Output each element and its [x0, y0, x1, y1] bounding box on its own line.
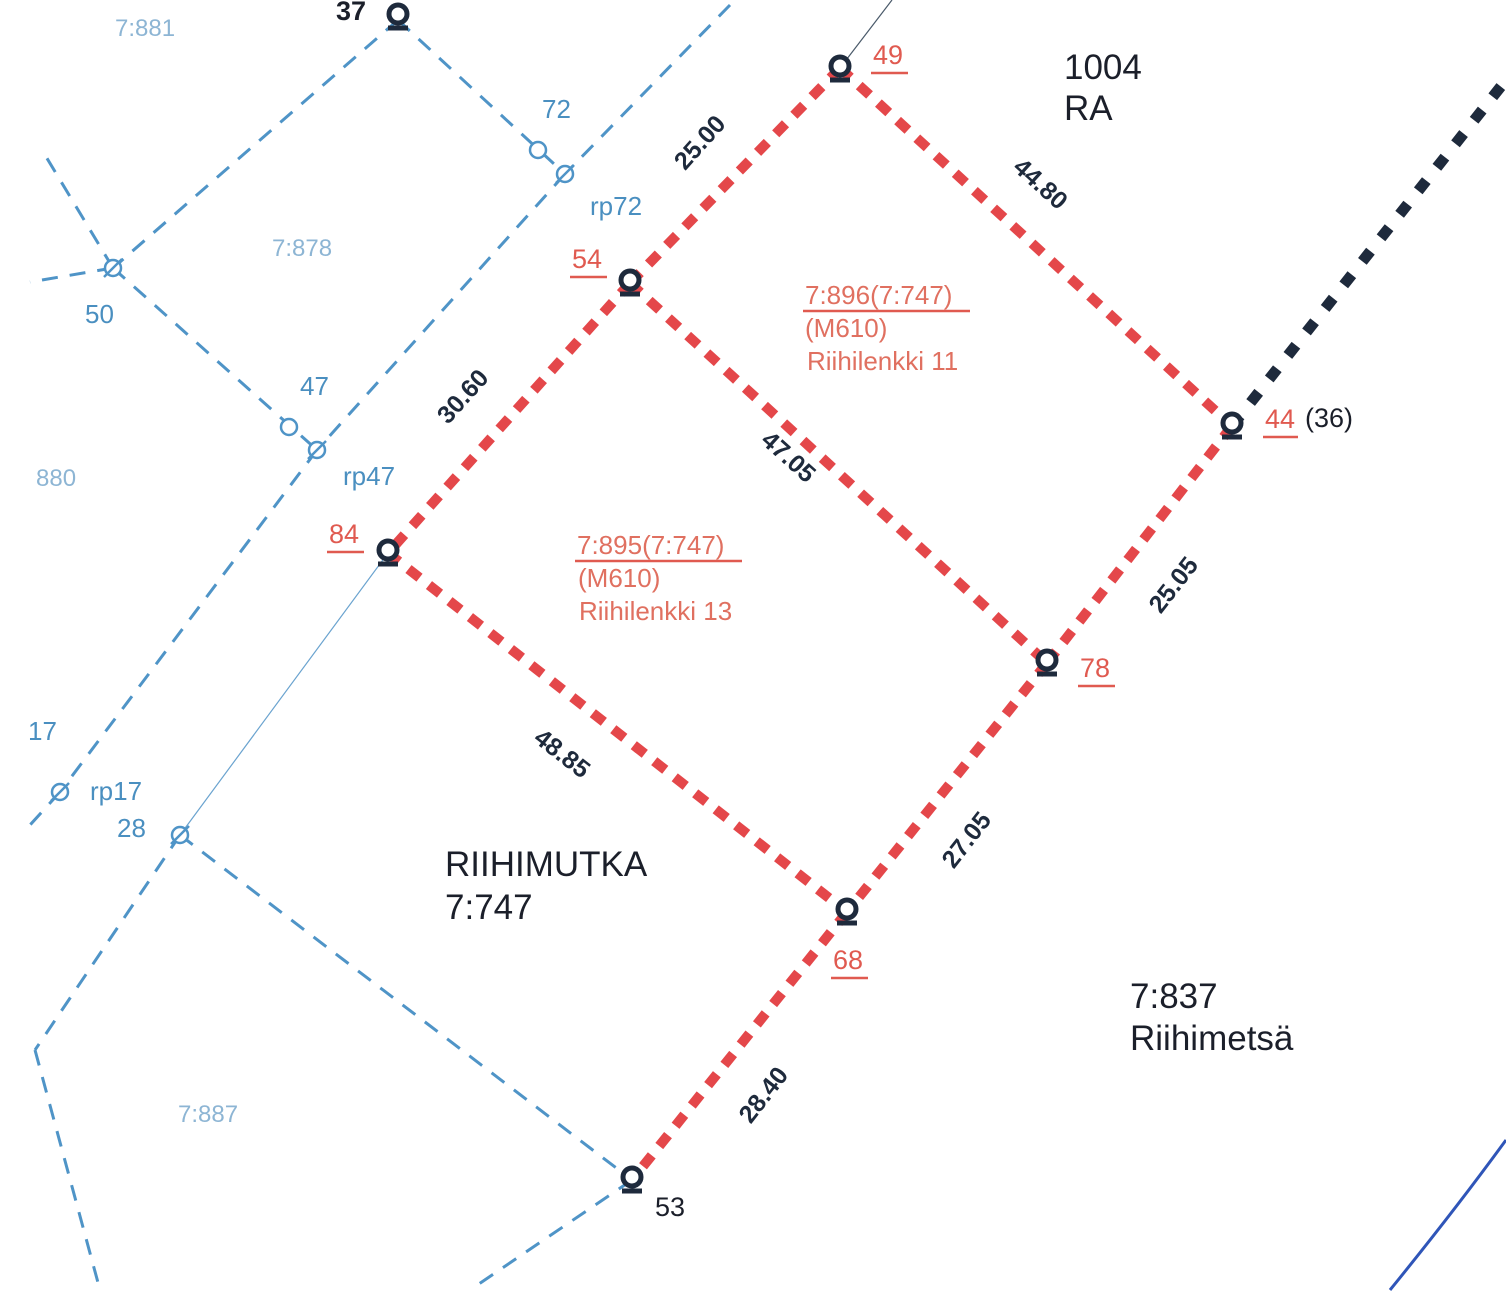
point-label-rp17: rp17 — [90, 776, 142, 806]
point-label-47: 47 — [300, 371, 329, 401]
point-label-53: 53 — [655, 1192, 685, 1222]
point-label-84: 84 — [329, 519, 359, 549]
circle-marker-icon — [528, 140, 548, 160]
boundary-marker-icon — [620, 1165, 644, 1194]
point-label-44: 44 — [1265, 404, 1295, 434]
blue-boundary-line — [29, 266, 114, 284]
blue-boundary-line — [58, 449, 319, 793]
ra-number: 1004 — [1064, 48, 1142, 87]
point-label-72: 72 — [542, 94, 571, 124]
circle-marker-icon — [555, 164, 575, 184]
parcel-896-address: Riihilenkki 11 — [807, 346, 958, 376]
dimension-27-05: 27.05 — [936, 807, 997, 874]
point-label-17: 17 — [28, 716, 57, 746]
red-boundary-line — [626, 64, 844, 287]
boundary-marker-icon — [386, 2, 410, 31]
point-label-28: 28 — [117, 813, 146, 843]
parcel-label-887: 7:887 — [178, 1101, 238, 1128]
parcel-895-id: 7:895(7:747) — [577, 530, 724, 560]
boundary-marker-icon — [618, 268, 642, 297]
parcel-895-address: Riihilenkki 13 — [579, 596, 732, 626]
blue-boundary-line — [33, 834, 182, 1051]
circle-marker-icon — [50, 782, 70, 802]
point-label-54: 54 — [572, 244, 602, 274]
blue-boundary-line — [179, 833, 633, 1182]
dimension-48-85: 48.85 — [529, 723, 596, 784]
parcel-895-plan: (M610) — [578, 563, 660, 593]
blue-boundary-line — [469, 1178, 633, 1292]
parcel-896-block: 7:896(7:747) (M610) Riihilenkki 11 — [803, 280, 970, 376]
dimension-28-40: 28.40 — [733, 1062, 794, 1129]
circle-marker-icon — [279, 417, 299, 437]
thin-line — [179, 552, 389, 836]
riihimetsa-name: Riihimetsä — [1130, 1019, 1294, 1058]
dimension-47-05: 47.05 — [756, 426, 821, 489]
red-boundary-line — [626, 279, 1051, 667]
boundary-marker-icon — [1220, 411, 1244, 440]
point-label-rp47: rp47 — [343, 461, 395, 491]
black-point-labels: 37 53 (36) — [336, 0, 1353, 1222]
boundary-marker-icon — [376, 538, 400, 567]
dark-boundary-line — [1227, 76, 1506, 430]
parcel-label-878: 7:878 — [272, 235, 332, 262]
red-boundary-line — [384, 549, 851, 916]
blue-boundary-line — [315, 172, 567, 452]
blue-boundary-line — [563, 3, 732, 176]
river-line — [1388, 1139, 1506, 1291]
circle-marker-icon — [103, 258, 123, 278]
dimension-25-00: 25.00 — [669, 110, 732, 175]
point-label-68: 68 — [833, 945, 863, 975]
boundary-marker-icon — [835, 897, 859, 926]
riihimetsa-id: 7:837 — [1130, 977, 1218, 1016]
small-markers — [50, 140, 575, 845]
parcel-label-881: 7:881 — [115, 15, 175, 42]
dimension-labels: 25.00 44.80 30.60 47.05 25.05 48.85 27.0… — [432, 110, 1204, 1128]
dimension-30-60: 30.60 — [432, 364, 495, 429]
riihimutka-id: 7:747 — [445, 888, 533, 927]
blue-boundary-line — [43, 154, 115, 269]
ra-zone: RA — [1064, 89, 1113, 128]
blue-boundary-line — [112, 18, 399, 270]
dimension-44-80: 44.80 — [1008, 153, 1073, 216]
point-label-50: 50 — [85, 299, 114, 329]
parcel-896-plan: (M610) — [805, 313, 887, 343]
point-label-78: 78 — [1080, 653, 1110, 683]
point-label-37: 37 — [336, 0, 366, 26]
red-boundary-line — [843, 659, 1051, 916]
parcel-label-880: 880 — [36, 465, 76, 492]
circle-marker-icon — [307, 440, 327, 460]
boundary-marker-icon — [828, 54, 852, 83]
riihimutka-name: RIIHIMUTKA — [445, 845, 648, 884]
circle-marker-icon — [170, 825, 190, 845]
blue-boundary-line — [112, 266, 318, 452]
blue-boundary-line — [33, 1049, 102, 1291]
red-boundary-line — [384, 279, 634, 557]
parcel-895-block: 7:895(7:747) (M610) Riihilenkki 13 — [575, 530, 742, 626]
red-boundary-line — [836, 64, 1236, 430]
dimension-25-05: 25.05 — [1143, 552, 1204, 619]
point-label-36: (36) — [1305, 403, 1353, 433]
point-label-49: 49 — [873, 40, 903, 70]
thin-line — [839, 0, 893, 69]
blue-boundary-line — [396, 18, 567, 176]
area-labels: 1004 RA RIIHIMUTKA 7:747 7:837 Riihimets… — [445, 48, 1294, 1058]
survey-markers — [376, 2, 1244, 1194]
red-point-labels: 49 54 84 44 78 68 — [327, 40, 1298, 980]
point-label-rp72: rp72 — [590, 191, 642, 221]
blue-labels: 7:881 7:878 880 7:887 50 47 72 rp72 rp47… — [28, 15, 642, 1128]
parcel-896-id: 7:896(7:747) — [805, 280, 952, 310]
red-boundaries — [384, 64, 1236, 1184]
boundary-marker-icon — [1035, 648, 1059, 677]
red-boundary-line — [628, 908, 851, 1184]
red-boundary-line — [1043, 422, 1236, 667]
